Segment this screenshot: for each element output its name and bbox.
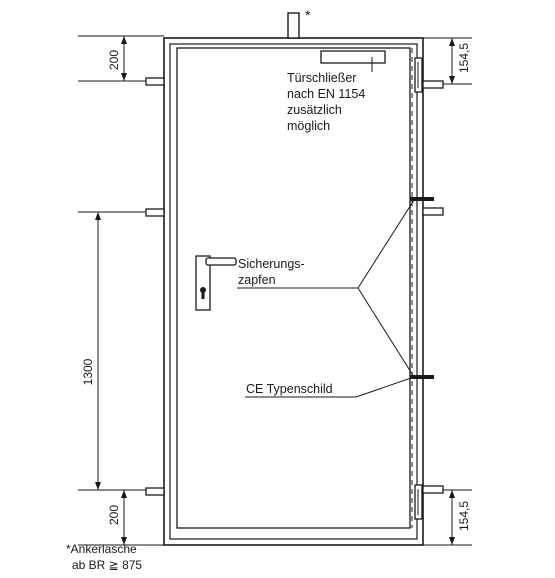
- arrow-top-200-up: [121, 36, 127, 44]
- right-anchor-middle: [422, 207, 444, 216]
- handle-lever: [205, 257, 237, 266]
- anchor-star: *: [305, 7, 311, 23]
- dim-text-1300: 1300: [81, 358, 95, 385]
- right-anchor-top: [422, 80, 444, 89]
- arrow-right-bottom-up: [449, 490, 455, 498]
- bolts-label-line1: Sicherungs-: [238, 257, 305, 271]
- left-anchor-middle: [145, 208, 165, 217]
- nameplate-label: CE Typenschild: [246, 382, 333, 396]
- left-anchor-top: [145, 77, 165, 86]
- handle-plate: [195, 255, 211, 311]
- closer-label-line3: zusätzlich: [287, 103, 342, 117]
- closer-label-line1: Türschließer: [287, 71, 356, 85]
- arrow-bottom-200-down: [121, 537, 127, 545]
- security-bolt-bottom: [410, 375, 434, 379]
- anchor-note-line1: *Ankerlasche: [66, 542, 137, 556]
- dim-text-top-200: 200: [107, 50, 121, 70]
- arrow-top-200-down: [121, 73, 127, 81]
- door-frame-inner: [169, 43, 418, 540]
- arrow-1300-up: [95, 212, 101, 220]
- door-closer-box: [320, 50, 386, 64]
- bolts-label-line2: zapfen: [238, 273, 276, 287]
- door-leaf: [176, 47, 411, 529]
- dim-text-right-bottom: 154,5: [457, 501, 471, 531]
- arrow-bottom-200-up: [121, 490, 127, 498]
- right-anchor-bottom: [422, 485, 444, 494]
- arrow-right-top-down: [449, 76, 455, 84]
- arrow-right-bottom-down: [449, 537, 455, 545]
- arrow-1300-down: [95, 482, 101, 490]
- security-bolt-top: [410, 197, 434, 201]
- closer-label-line2: nach EN 1154: [287, 87, 365, 101]
- dim-text-bottom-200: 200: [107, 505, 121, 525]
- bolt-leader-bottom: [357, 287, 415, 378]
- dim-text-right-top: 154,5: [457, 43, 471, 73]
- keyhole-slot: [201, 291, 205, 299]
- nameplate-leader: [355, 376, 415, 398]
- anchor-note-line2: ab BR ≧ 875: [72, 558, 142, 572]
- closer-label-line4: möglich: [287, 119, 330, 133]
- bolt-leader-top: [357, 199, 415, 289]
- left-anchor-bottom: [145, 487, 165, 496]
- top-anchor-tab: [287, 12, 300, 39]
- arrow-right-top-up: [449, 38, 455, 46]
